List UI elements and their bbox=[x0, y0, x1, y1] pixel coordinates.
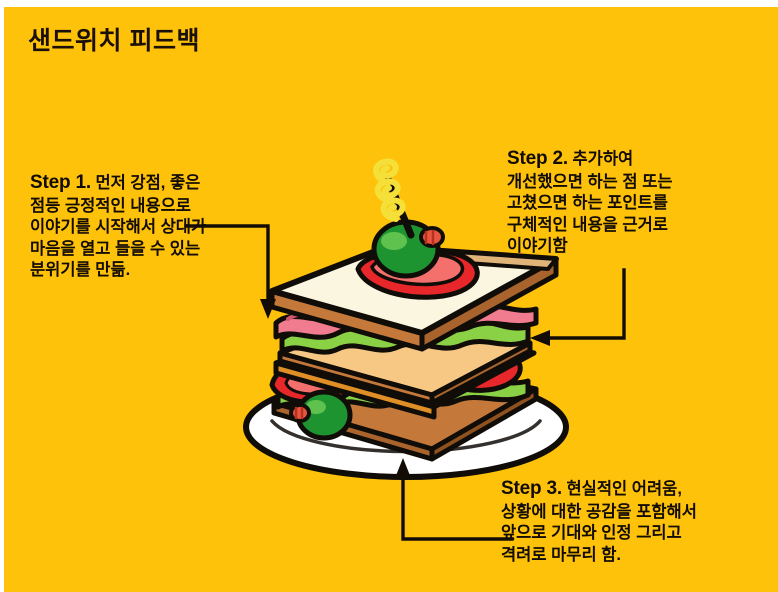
green-olive-top-highlight bbox=[381, 232, 407, 250]
step-3-text: Step 3. 현실적인 어려움, 상황에 대한 공감을 포함해서 앞으로 기대… bbox=[501, 477, 776, 566]
step-1-label: Step 1. bbox=[30, 172, 91, 193]
step-2-label: Step 2. bbox=[507, 148, 568, 169]
step-3-body: 현실적인 어려움, 상황에 대한 공감을 포함해서 앞으로 기대와 인정 그리고… bbox=[501, 480, 697, 564]
olive-pimento-top-lines bbox=[424, 229, 435, 246]
step-1-body: 먼저 강점, 좋은 점등 긍정적인 내용으로 이야기를 시작해서 상대가 마음을… bbox=[30, 174, 207, 279]
bottom-bread-right-edge bbox=[429, 386, 539, 462]
slide-canvas: 샌드위치 피드백 bbox=[4, 7, 778, 592]
step-3-label: Step 3. bbox=[501, 478, 562, 499]
step-2-body: 추가하여 개선했으면 하는 점 또는 고쳤으면 하는 포인트를 구체적인 내용을… bbox=[507, 150, 673, 255]
step-1-text: Step 1. 먼저 강점, 좋은 점등 긍정적인 내용으로 이야기를 시작해서… bbox=[30, 171, 300, 281]
toothpick-frill bbox=[373, 158, 399, 186]
side-olive-pimento bbox=[289, 403, 311, 423]
step-2-text: Step 2. 추가하여 개선했으면 하는 점 또는 고쳤으면 하는 포인트를 … bbox=[507, 147, 775, 257]
side-olive-pimento-lines bbox=[294, 406, 304, 420]
side-olive-highlight bbox=[306, 400, 326, 414]
mid-bread-crust-right bbox=[429, 340, 533, 406]
page-title: 샌드위치 피드백 bbox=[28, 27, 200, 55]
sandwich-svg bbox=[243, 158, 569, 480]
cheese-slice-mid-front bbox=[273, 360, 437, 420]
toothpick-frill-3 bbox=[380, 197, 406, 222]
toothpick-frill-2 bbox=[374, 178, 401, 204]
sandwich-illustration bbox=[236, 157, 576, 487]
